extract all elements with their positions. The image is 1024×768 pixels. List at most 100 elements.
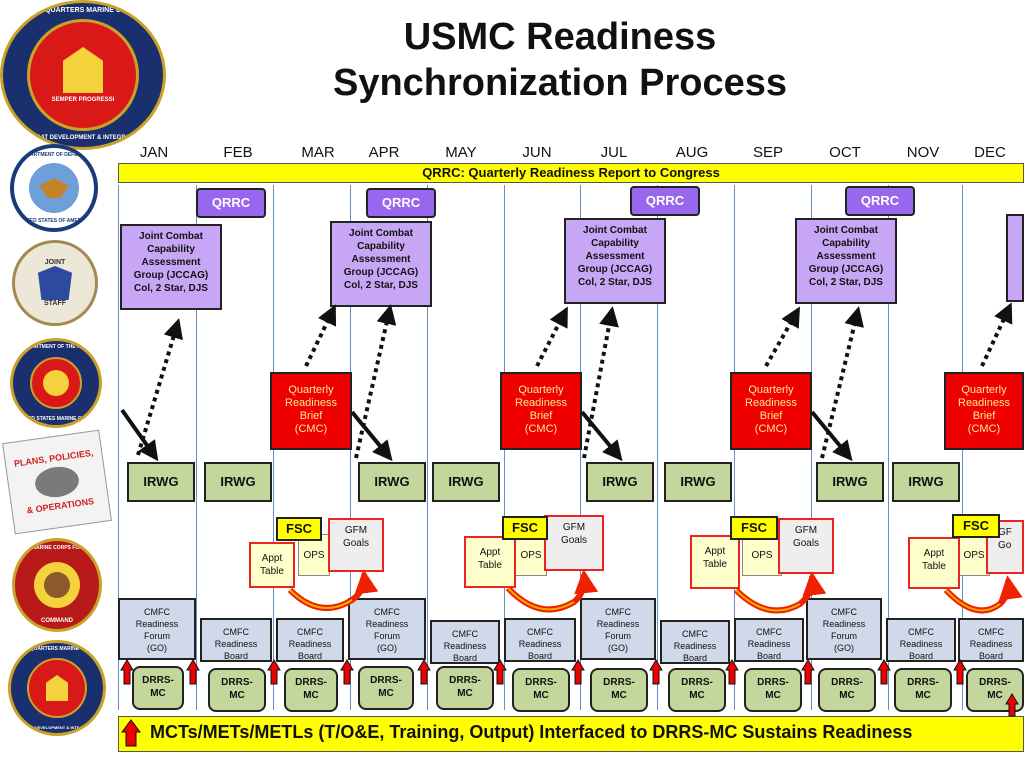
up-arrow-icon — [121, 719, 141, 747]
solid-arrow — [120, 408, 159, 462]
up-arrow-icon — [877, 659, 891, 685]
up-arrow-icon — [417, 659, 431, 685]
curved-arrow — [733, 571, 827, 614]
up-arrow-icon — [186, 659, 200, 685]
eagle-shield-icon — [46, 675, 68, 701]
marine-corps-forces-command-seal: U.S. MARINE CORPS FORCES COMMAND — [12, 538, 102, 632]
eagle-icon — [29, 163, 79, 213]
fsc-box: FSC — [952, 514, 1000, 538]
ops-box: OPS — [742, 534, 782, 576]
irwg-box: IRWG — [358, 462, 426, 502]
drrs-mc-box: DRRS-MC — [744, 668, 802, 712]
month-may: MAY — [445, 144, 477, 161]
up-arrow-icon — [120, 659, 134, 685]
up-arrow-icon — [725, 659, 739, 685]
month-gridline — [427, 185, 428, 710]
month-feb: FEB — [223, 144, 253, 161]
fsc-box: FSC — [502, 516, 548, 540]
month-oct: OCT — [829, 144, 861, 161]
irwg-box: IRWG — [816, 462, 884, 502]
readiness-sustainment-bar — [118, 716, 1024, 752]
irwg-box: IRWG — [892, 462, 960, 502]
title-line-1: USMC Readiness — [403, 16, 717, 58]
solid-arrow — [810, 410, 853, 462]
dotted-arrow — [764, 306, 800, 367]
month-apr: APR — [368, 144, 400, 161]
title-line-2: Synchronization Process — [332, 62, 787, 104]
month-gridline — [657, 185, 658, 710]
drrs-mc-box: DRRS-MC — [208, 668, 266, 712]
dotted-arrow — [304, 304, 337, 367]
drrs-mc-box: DRRS-MC — [590, 668, 648, 712]
irwg-box: IRWG — [664, 462, 732, 502]
drrs-mc-box: DRRS-MC — [512, 668, 570, 712]
month-gridline — [118, 185, 119, 710]
up-arrow-icon — [649, 659, 663, 685]
drrs-mc-box: DRRS-MC — [436, 666, 494, 710]
joint-staff-seal: JOINT STAFF — [12, 240, 98, 326]
month-gridline — [888, 185, 889, 710]
month-jan: JAN — [139, 144, 169, 161]
qrrc-timeline-bar: QRRC: Quarterly Readiness Report to Cong… — [118, 163, 1024, 183]
up-arrow-icon — [1005, 693, 1019, 717]
irwg-box: IRWG — [586, 462, 654, 502]
dod-seal: DEPARTMENT OF DEFENSE UNITED STATES OF A… — [10, 144, 98, 232]
jccag-box-clipped — [1006, 214, 1024, 302]
curved-arrow-highlight — [735, 589, 801, 612]
solid-arrow — [350, 410, 393, 462]
qrrc-box: QRRC — [845, 186, 915, 216]
qrrc-box: QRRC — [366, 188, 436, 218]
month-sep: SEP — [752, 144, 783, 161]
drrs-mc-box: DRRS-MC — [132, 666, 184, 710]
up-arrow-icon — [801, 659, 815, 685]
curved-arrow-highlight — [945, 589, 1001, 612]
month-jun: JUN — [522, 144, 552, 161]
up-arrow-icon — [340, 659, 354, 685]
month-mar: MAR — [301, 144, 335, 161]
hqmc-cd-i-seal: SEMPER PROGRESSI HEADQUARTERS MARINE COR… — [0, 0, 166, 150]
department-of-the-navy-seal: DEPARTMENT OF THE NAVY UNITED STATES MAR… — [10, 338, 102, 428]
dotted-arrow — [582, 306, 619, 459]
dotted-arrow — [136, 318, 183, 456]
page-title: USMC Readiness Synchronization Process — [250, 14, 870, 106]
solid-arrow — [580, 410, 623, 462]
irwg-box: IRWG — [204, 462, 272, 502]
qrrc-box: QRRC — [196, 188, 266, 218]
drrs-mc-box: DRRS-MC — [668, 668, 726, 712]
month-jul: JUL — [600, 144, 628, 161]
hqmc-cd-i-seal-bottom: HEADQUARTERS MARINE CORPS COMBAT DEVELOP… — [8, 640, 106, 736]
up-arrow-icon — [493, 659, 507, 685]
curved-arrow-highlight — [507, 587, 575, 611]
fsc-box: FSC — [730, 516, 778, 540]
drrs-mc-box: DRRS-MC — [818, 668, 876, 712]
month-dec: DEC — [974, 144, 1006, 161]
shield-icon — [38, 266, 72, 300]
eagle-shield-icon — [63, 47, 103, 93]
irwg-box: IRWG — [127, 462, 195, 502]
fsc-box: FSC — [276, 517, 322, 541]
eagle-globe-anchor-icon — [44, 572, 70, 598]
up-arrow-icon — [571, 659, 585, 685]
qrrc-box: QRRC — [630, 186, 700, 216]
curved-arrow-highlight — [289, 589, 353, 609]
